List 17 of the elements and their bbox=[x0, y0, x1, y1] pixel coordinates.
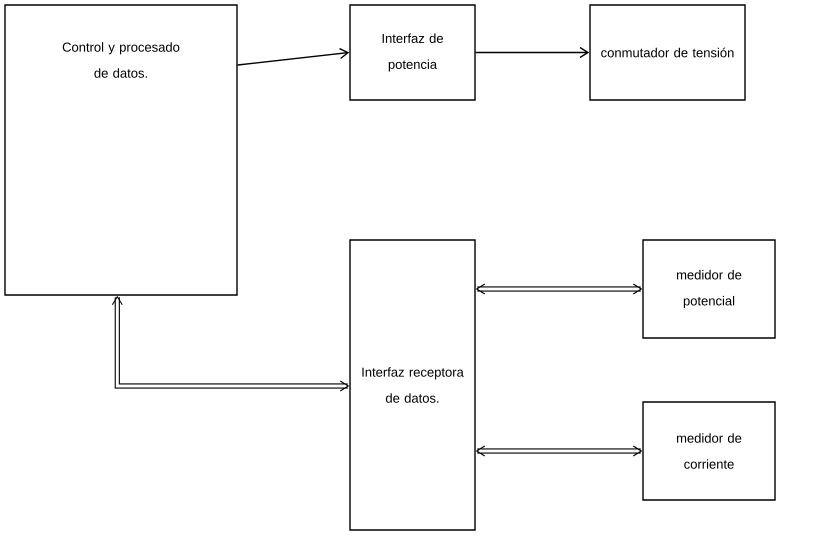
block-label: conmutador de tensión bbox=[601, 48, 734, 58]
arrow bbox=[476, 46, 590, 58]
block-box bbox=[642, 239, 776, 339]
block-box bbox=[642, 401, 776, 501]
block-label: medidor de potencial bbox=[677, 270, 742, 308]
block-box bbox=[589, 4, 746, 101]
block-label: Interfaz receptora de datos. bbox=[362, 367, 464, 403]
arrow bbox=[476, 284, 642, 294]
arrow bbox=[238, 48, 350, 66]
block-label: Control y procesado de datos. bbox=[62, 42, 180, 78]
block-box bbox=[349, 4, 476, 101]
block-label: medidor de corriente bbox=[677, 433, 742, 469]
block-box bbox=[349, 239, 476, 531]
block-label: Interfaz de potencia bbox=[382, 33, 443, 72]
arrow bbox=[112, 296, 350, 392]
block-box bbox=[4, 4, 238, 296]
arrow bbox=[476, 446, 642, 456]
